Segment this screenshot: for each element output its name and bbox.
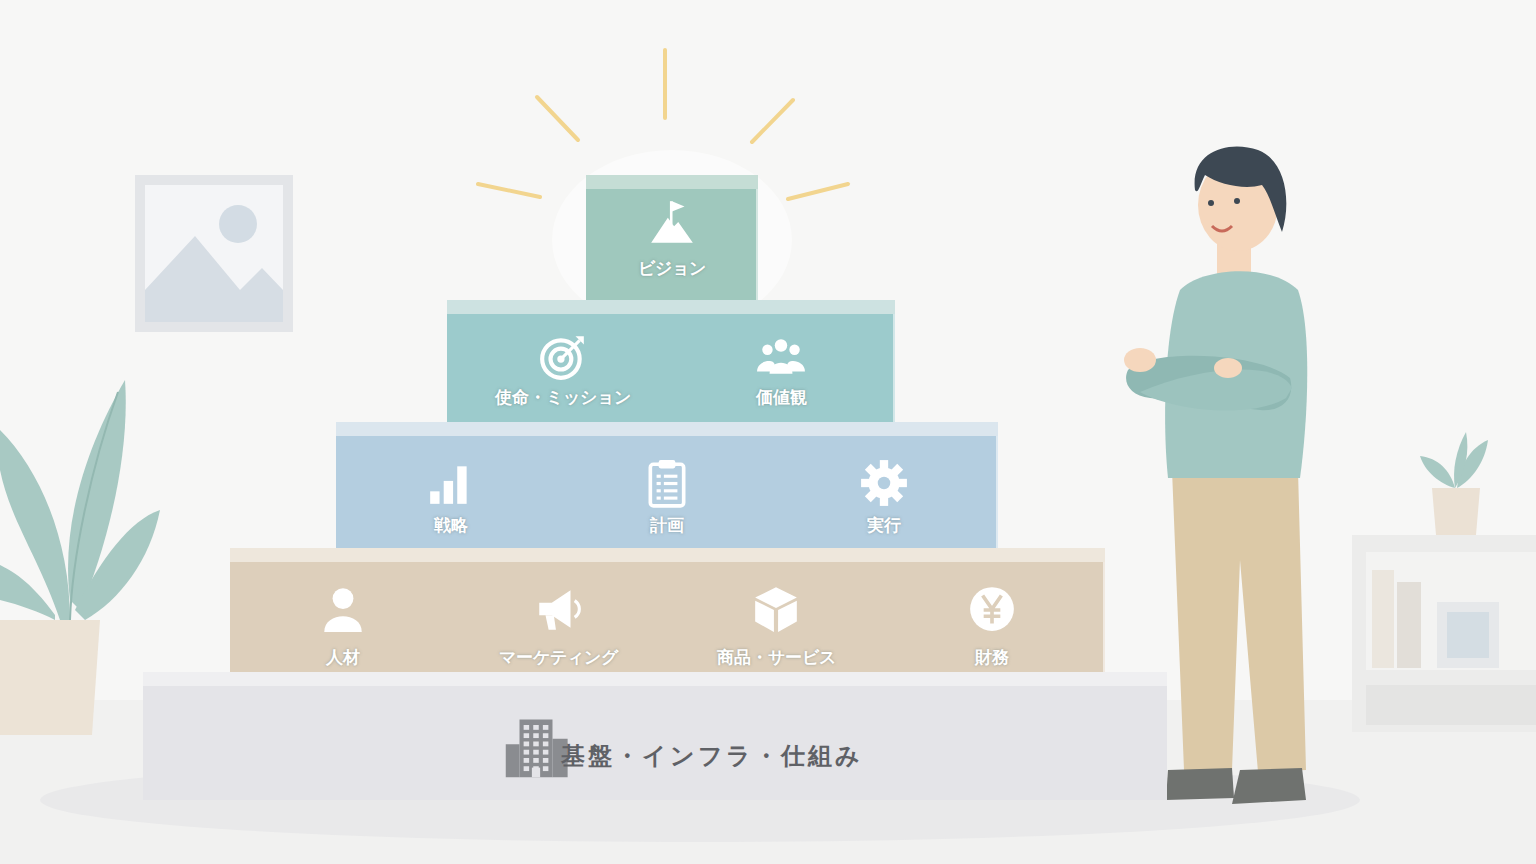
block-top-face [661,548,891,562]
pyramid-block: 使命・ミッション [447,300,679,428]
block-top-face [769,422,998,436]
block-label: 価値観 [667,386,895,409]
block-label: 使命・ミッション [447,386,679,409]
block-top-face [336,422,565,436]
pyramid-block: マーケティング [443,548,673,685]
target-icon [538,332,588,382]
pyramid-block: 計画 [553,422,781,555]
block-label: 計画 [553,514,781,537]
clip-icon [642,458,692,508]
block-label: 人材 [230,646,455,669]
block-top-face [586,175,758,189]
block-label: ビジョン [586,257,758,280]
block-top-face [443,548,673,562]
block-label: 財務 [879,646,1105,669]
block-top-face [667,300,895,314]
cube-icon [751,584,801,634]
people-icon [756,332,806,382]
user-icon [318,584,368,634]
gear-icon [859,458,909,508]
pyramid-block: 価値観 [667,300,895,428]
mega-icon [533,584,583,634]
flag-icon [647,197,697,247]
pyramid-block: ビジョン [586,175,758,300]
yen-icon [967,584,1017,634]
block-label: 戦略 [336,514,565,537]
pyramid-block: 人材 [230,548,455,685]
pyramid-block: 実行 [769,422,998,555]
block-top-face [230,548,455,562]
block-label: 実行 [769,514,998,537]
block-top-face [553,422,781,436]
pyramid-block: 戦略 [336,422,565,555]
foundation-band: 基盤・インフラ・仕組み [143,672,1167,800]
block-top-face [143,672,1167,686]
block-top-face [447,300,679,314]
block-label: マーケティング [443,646,673,669]
pyramid-block: 商品・サービス [661,548,891,685]
pyramid-block: 財務 [879,548,1105,685]
block-top-face [879,548,1105,562]
block-label: 基盤・インフラ・仕組み [561,740,863,772]
block-label: 商品・サービス [661,646,891,669]
building-icon [503,714,569,780]
bars-icon [426,458,476,508]
